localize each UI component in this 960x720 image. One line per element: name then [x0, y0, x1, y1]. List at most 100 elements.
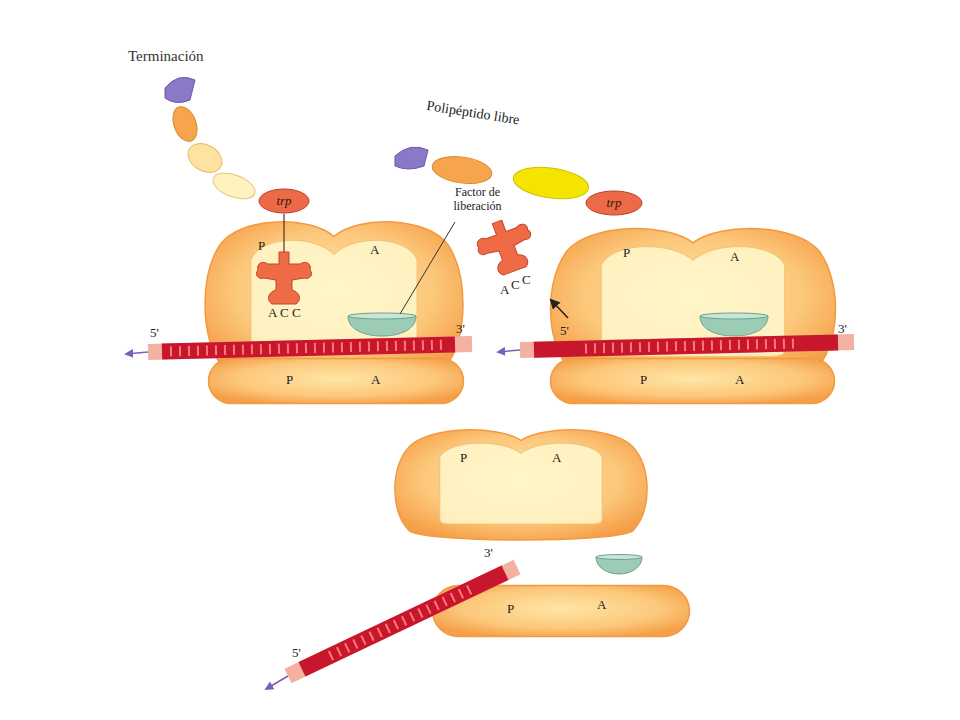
- mrna-codons: [170, 345, 448, 352]
- text-holder: A: [500, 283, 509, 298]
- text-holder: P: [258, 239, 265, 254]
- site-letter: A: [597, 598, 606, 613]
- amino-acid: [169, 103, 202, 144]
- mrna: [534, 342, 838, 349]
- text-holder: P: [640, 373, 647, 388]
- small-subunit-shape: [209, 359, 464, 404]
- large-subunit-shape: [395, 430, 647, 540]
- sequence-letter: 5': [292, 646, 301, 661]
- text-holder: A: [370, 243, 379, 258]
- text-holder: A: [730, 250, 739, 265]
- sequence-letter: A: [268, 306, 277, 321]
- small-subunit: PA: [550, 358, 835, 404]
- amino-acid-name: trp: [606, 196, 621, 211]
- mrna: [162, 344, 455, 351]
- text-holder: A: [371, 373, 380, 388]
- large-subunit: PA: [390, 425, 652, 543]
- release-factor: [700, 313, 768, 319]
- callout-label: Polipéptido libre: [425, 98, 520, 129]
- text-holder: Factor de liberación: [435, 186, 520, 214]
- amino-acid: [210, 168, 259, 204]
- text-holder: P: [507, 602, 514, 617]
- text-holder: 5': [560, 324, 569, 339]
- amino-acid: [511, 163, 590, 203]
- text-holder: 3': [838, 322, 847, 337]
- site-letter: A: [371, 373, 380, 388]
- sequence-letter: 3': [838, 322, 847, 337]
- small-subunit-shape: [551, 359, 835, 404]
- amino-acid-node: trp: [585, 190, 643, 216]
- mrna-arrow: [498, 350, 520, 352]
- mrna-arrow: [126, 352, 148, 354]
- sequence-letter: 5': [150, 326, 159, 341]
- subunit-cavity: [440, 443, 602, 524]
- large-subunit: PA: [545, 222, 841, 382]
- text-holder: 3': [484, 546, 493, 561]
- site-letter: A: [552, 451, 561, 466]
- text-holder: A: [735, 373, 744, 388]
- small-subunit-shape: [433, 586, 690, 637]
- trna-stem: [283, 214, 284, 252]
- mrna: [520, 342, 854, 350]
- release-factor: [348, 313, 416, 319]
- trna: [471, 212, 541, 280]
- amino-acid: [430, 153, 493, 187]
- text-holder: P: [623, 246, 630, 261]
- amino-acid: [183, 138, 227, 179]
- amino-acid-name: trp: [276, 194, 291, 209]
- large-subunit: PA: [200, 215, 468, 380]
- title-holder: Terminación: [128, 48, 204, 65]
- node-shape: [208, 358, 464, 404]
- text-holder: trp: [276, 194, 291, 209]
- site-letter: P: [623, 246, 630, 261]
- node-shape: [432, 585, 690, 637]
- site-letter: A: [370, 243, 379, 258]
- amino-acid-node: trp: [258, 188, 310, 214]
- text-holder: C: [280, 306, 289, 321]
- text-holder: A: [268, 306, 277, 321]
- sequence-letter: C: [280, 306, 289, 321]
- amino-acid-shape: [259, 189, 309, 213]
- title-text: Terminación: [128, 48, 204, 65]
- mrna: [148, 344, 472, 352]
- amino-acid: [165, 77, 195, 102]
- site-letter: P: [460, 451, 467, 466]
- site-letter: A: [730, 250, 739, 265]
- text-holder: C: [522, 273, 531, 288]
- text-holder: P: [460, 451, 467, 466]
- site-letter: A: [735, 373, 744, 388]
- sequence-letter: C: [511, 278, 520, 293]
- text-holder: C: [292, 306, 301, 321]
- node-shape: [200, 215, 468, 380]
- callout-label: Factor de liberación: [435, 186, 520, 214]
- sequence-letter: C: [522, 273, 531, 288]
- sequence-letter: C: [292, 306, 301, 321]
- large-subunit-shape: [205, 222, 463, 376]
- amino-acid: [395, 147, 428, 169]
- site-letter: P: [507, 602, 514, 617]
- node-shape: [545, 222, 841, 382]
- text-holder: P: [286, 373, 293, 388]
- text-holder: Polipéptido libre: [425, 98, 520, 129]
- amino-acid-shape: [586, 191, 642, 215]
- text-holder: C: [511, 278, 520, 293]
- text-holder: 3': [456, 322, 465, 337]
- large-subunit-shape: [551, 229, 836, 378]
- text-holder: 5': [150, 326, 159, 341]
- node-shape: [550, 358, 835, 404]
- sequence-letter: 3': [484, 546, 493, 561]
- mrna-codons: [585, 343, 800, 348]
- text-holder: A: [597, 598, 606, 613]
- site-letter: P: [640, 373, 647, 388]
- node-shape: [390, 425, 652, 543]
- sequence-letter: A: [500, 283, 509, 298]
- site-letter: P: [286, 373, 293, 388]
- mrna-arrow: [266, 676, 288, 689]
- small-subunit: PA: [208, 358, 464, 404]
- small-subunit: PA: [432, 585, 690, 637]
- text-holder: A: [552, 451, 561, 466]
- site-letter: P: [258, 239, 265, 254]
- text-holder: trp: [606, 196, 621, 211]
